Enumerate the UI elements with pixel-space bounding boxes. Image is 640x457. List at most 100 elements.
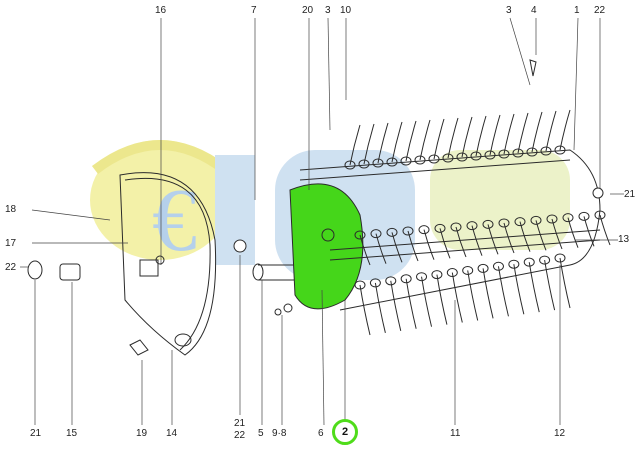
tine-spring [436,274,448,325]
tine-spring [447,117,459,159]
highlighted-callout-2[interactable]: 2 [332,419,358,445]
tine-spring [390,280,402,331]
tine-spring [545,110,557,152]
tine-coil [530,215,542,225]
callout-7: 7 [251,5,257,16]
tine-spring [517,112,529,154]
callout-9-8: 9·8 [272,428,287,439]
leader-lines [20,17,624,426]
svg-text:€: € [152,171,197,270]
tine-spring [359,284,371,336]
callout-15: 15 [66,428,78,439]
tine-spring [423,229,435,260]
callout-20: 20 [302,5,314,16]
tine-spring [551,218,563,250]
tine-coil [402,226,414,236]
hub-part-2 [289,183,364,310]
tine-spring [503,113,515,155]
tine-coil [450,222,462,232]
tine-coil [482,219,494,229]
end-plate-14 [119,172,217,356]
tine-coil [484,150,496,160]
tine-spring [531,111,543,153]
callout-3-right: 3 [506,5,512,16]
callout-4: 4 [531,5,537,16]
tine-coil [354,230,366,240]
tine-coil [400,274,412,284]
tine-spring [482,268,494,319]
callout-10: 10 [340,5,352,16]
tine-coil [562,213,574,223]
tine-coil [523,257,535,267]
tine-spring [528,262,540,313]
tine-spring [475,115,487,157]
callout-1: 1 [574,5,580,16]
tine-coil [539,255,551,265]
tine-spring [599,214,611,246]
tine-coil [514,217,526,227]
tine-coil [477,263,489,273]
tine-coil [526,147,538,157]
tine-coil [428,154,440,164]
callout-14: 14 [166,428,178,439]
tine-spring [567,217,579,248]
tine-spring [374,282,386,334]
tine-spring [471,225,483,256]
small-parts [27,59,604,356]
tine-coil [512,148,524,158]
tine-spring [519,221,531,252]
tine-coil [418,225,430,235]
callout-22-left: 22 [5,262,17,273]
callout-17: 17 [5,238,17,249]
tine-spring [583,216,595,247]
tine-spring [467,270,479,321]
tine-spring [405,120,417,162]
tine-spring [487,224,499,255]
callout-19: 19 [136,428,148,439]
tine-coil [594,210,606,220]
tine-spring [375,233,387,264]
tine-coil [442,153,454,163]
watermark-logo: € [90,140,570,280]
tine-spring [513,264,525,315]
callout-18: 18 [5,204,17,215]
callout-22-top: 22 [594,5,606,16]
tine-spring [503,222,515,254]
tine-spring [407,230,419,262]
rotor-drum [299,149,601,311]
tine-rows [344,109,611,336]
tine-coil [372,158,384,168]
callout-3: 3 [325,5,331,16]
tine-coil [386,227,398,237]
tine-spring [363,123,375,165]
tine-spring [461,116,473,158]
tine-coil [358,159,370,169]
tine-spring [559,257,571,309]
highlighted-callout-label: 2 [341,426,349,438]
tine-coil [431,270,443,280]
tine-coil [540,146,552,156]
tine-coil [386,157,398,167]
tine-spring [535,220,547,251]
tine-spring [405,278,417,329]
tine-coil [416,272,428,282]
tine-coil [385,276,397,286]
tine-coil [344,160,356,170]
tine-spring [391,121,403,163]
tine-spring [349,124,361,166]
tine-coil [508,259,520,269]
callout-12: 12 [554,428,566,439]
tine-coil [546,214,558,224]
tine-coil [400,156,412,166]
callout-13: 13 [618,234,630,245]
callout-21-center: 21 [234,418,246,429]
tine-spring [359,234,371,266]
tine-spring [544,259,556,311]
callout-21-right: 21 [624,189,636,200]
tine-coil [446,268,458,278]
tine-coil [498,218,510,228]
tine-spring [455,226,467,258]
tine-spring [433,118,445,160]
tine-coil [414,155,426,165]
